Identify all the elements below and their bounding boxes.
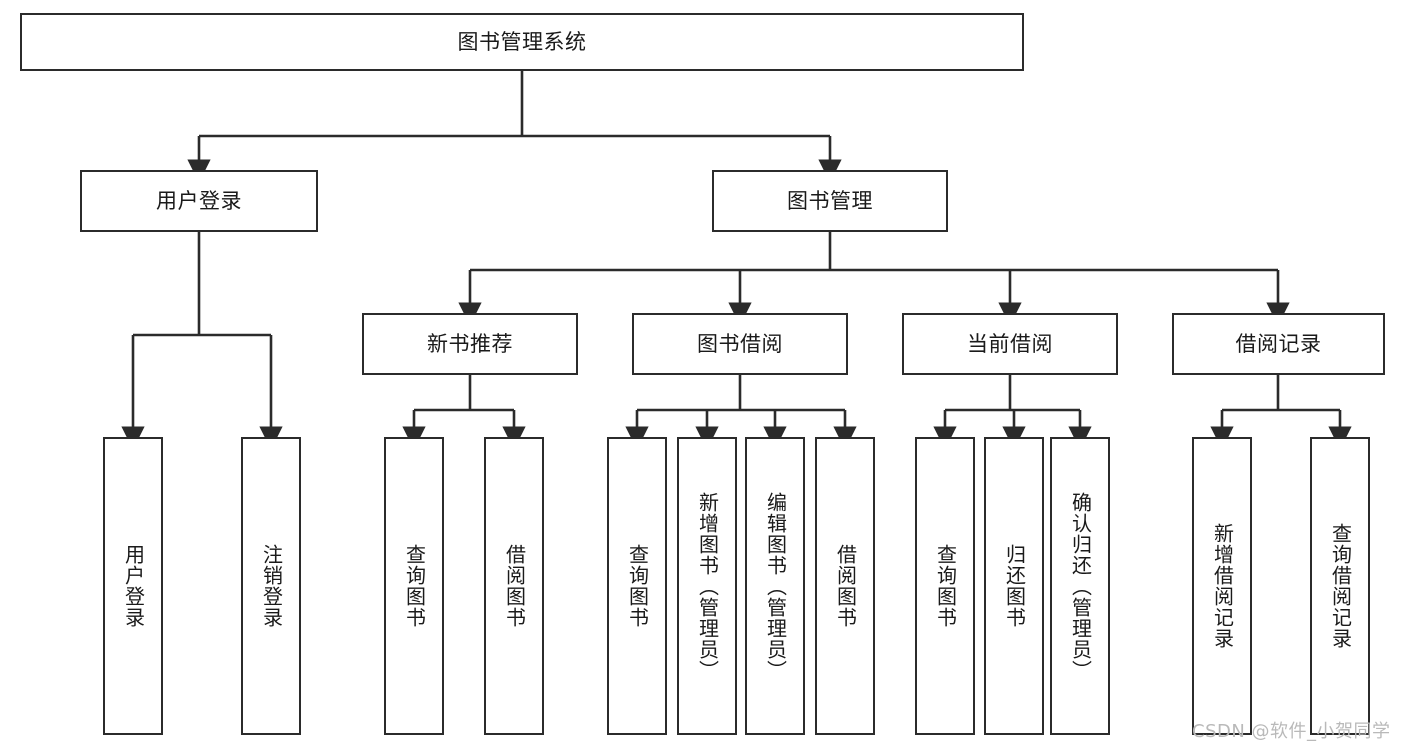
leaf-current-borrow-query[interactable]: 查询图书 — [915, 437, 975, 735]
leaf-label: 查询图书 — [625, 544, 650, 628]
leaf-book-borrow-borrow[interactable]: 借阅图书 — [815, 437, 875, 735]
node-root[interactable]: 图书管理系统 — [20, 13, 1024, 71]
leaf-label: 注销登录 — [259, 544, 284, 628]
leaf-book-borrow-edit[interactable]: 编辑图书（管理员） — [745, 437, 805, 735]
node-user-login[interactable]: 用户登录 — [80, 170, 318, 232]
leaf-label: 归还图书 — [1002, 544, 1027, 628]
node-user-login-label: 用户登录 — [156, 188, 242, 213]
leaf-book-borrow-add[interactable]: 新增图书（管理员） — [677, 437, 737, 735]
leaf-new-book-query[interactable]: 查询图书 — [384, 437, 444, 735]
leaf-current-borrow-return[interactable]: 归还图书 — [984, 437, 1044, 735]
node-book-borrow-label: 图书借阅 — [697, 331, 783, 356]
leaf-user-login-logout[interactable]: 注销登录 — [241, 437, 301, 735]
node-current-borrow-label: 当前借阅 — [967, 331, 1053, 356]
leaf-current-borrow-confirm[interactable]: 确认归还（管理员） — [1050, 437, 1110, 735]
node-new-book-recommend[interactable]: 新书推荐 — [362, 313, 578, 375]
node-current-borrow[interactable]: 当前借阅 — [902, 313, 1118, 375]
leaf-label: 新增图书（管理员） — [695, 491, 720, 681]
leaf-new-book-borrow[interactable]: 借阅图书 — [484, 437, 544, 735]
leaf-label: 借阅图书 — [833, 544, 858, 628]
leaf-user-login-login[interactable]: 用户登录 — [103, 437, 163, 735]
node-borrow-record[interactable]: 借阅记录 — [1172, 313, 1385, 375]
node-new-book-recommend-label: 新书推荐 — [427, 331, 513, 356]
leaf-borrow-record-add[interactable]: 新增借阅记录 — [1192, 437, 1252, 735]
leaf-book-borrow-query[interactable]: 查询图书 — [607, 437, 667, 735]
leaf-borrow-record-query[interactable]: 查询借阅记录 — [1310, 437, 1370, 735]
node-book-manage-label: 图书管理 — [787, 188, 873, 213]
leaf-label: 查询图书 — [402, 544, 427, 628]
leaf-label: 查询图书 — [933, 544, 958, 628]
node-book-borrow[interactable]: 图书借阅 — [632, 313, 848, 375]
leaf-label: 查询借阅记录 — [1328, 523, 1353, 649]
leaf-label: 编辑图书（管理员） — [763, 491, 788, 681]
node-root-label: 图书管理系统 — [457, 29, 587, 54]
node-book-manage[interactable]: 图书管理 — [712, 170, 948, 232]
leaf-label: 新增借阅记录 — [1210, 523, 1235, 649]
leaf-label: 确认归还（管理员） — [1068, 491, 1093, 681]
leaf-label: 借阅图书 — [502, 544, 527, 628]
leaf-label: 用户登录 — [121, 544, 146, 628]
node-borrow-record-label: 借阅记录 — [1235, 331, 1322, 356]
